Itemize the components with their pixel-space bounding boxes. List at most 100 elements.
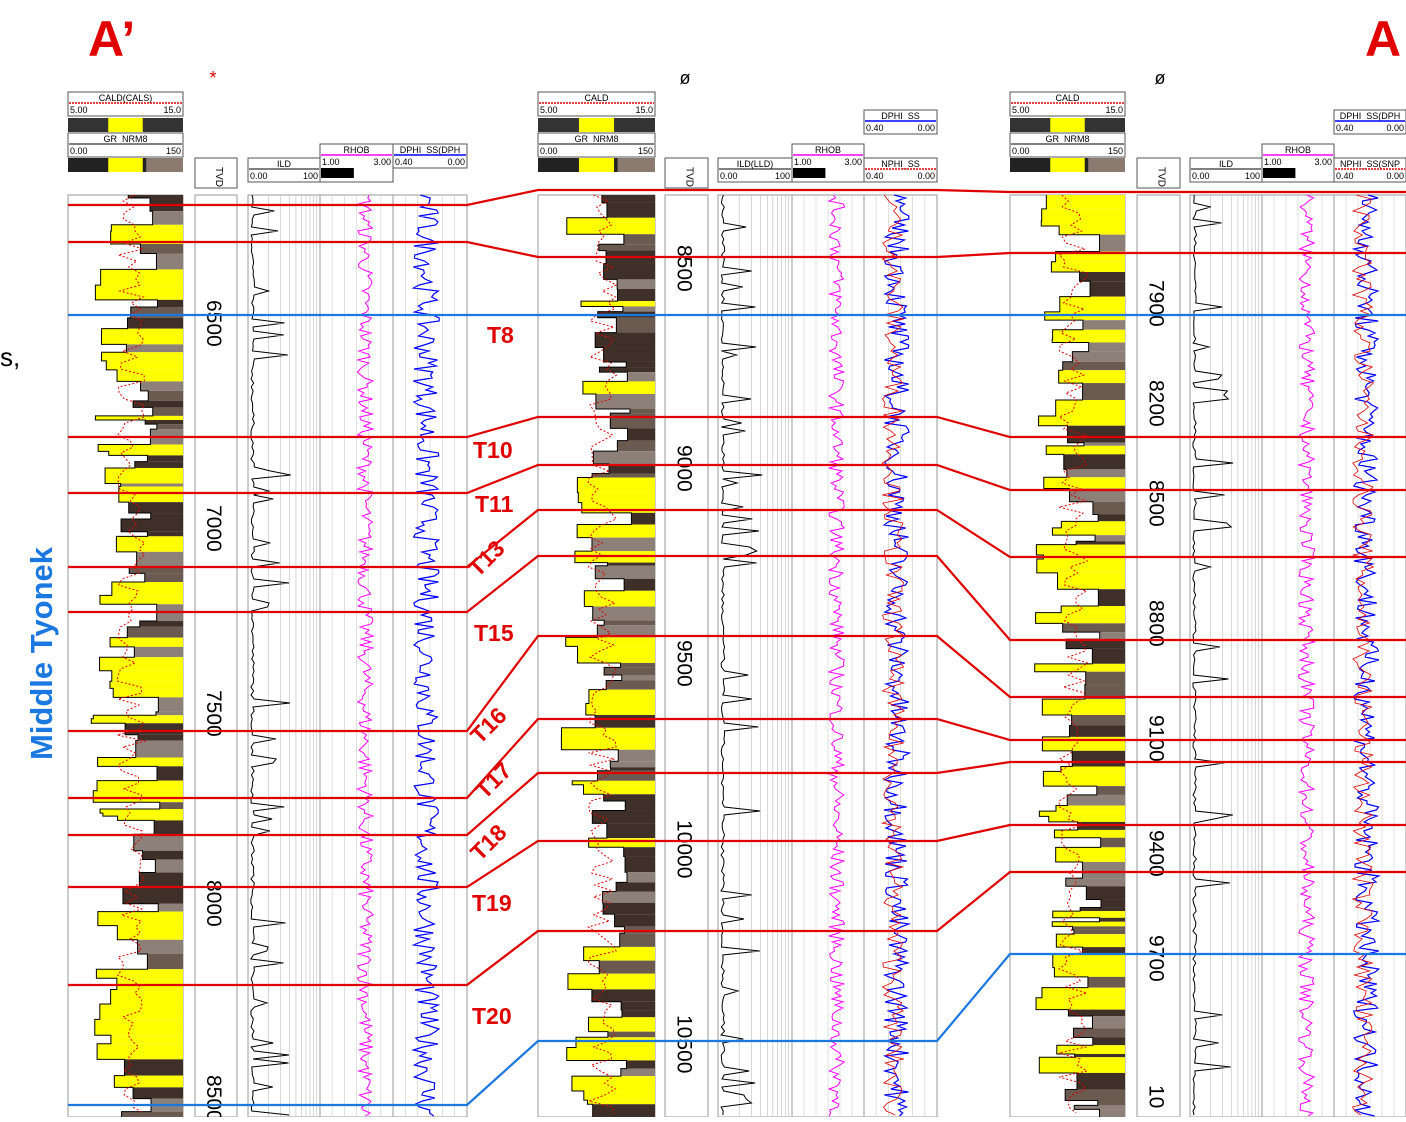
res-header-name: ILD(LLD) [737, 159, 774, 169]
gr-lithology-band [599, 367, 655, 373]
gr-lithology-band [626, 361, 655, 368]
gr-lithology-band [624, 578, 655, 591]
gr-lithology-band [117, 925, 183, 940]
gr-lithology-band [595, 715, 655, 728]
res-header-box [1189, 157, 1263, 183]
gr-lithology-band [147, 455, 183, 462]
gr-lithology-band [99, 657, 183, 671]
depth-label-9500: 9500 [673, 640, 696, 687]
depth-label-10000: 10000 [673, 820, 696, 878]
gr-lithology-band [614, 914, 655, 927]
zone-label-T11: T11 [475, 491, 514, 517]
depth-label-7900: 7900 [1145, 280, 1168, 327]
den-min: 1.00 [794, 157, 812, 167]
gr-lithology-band [1035, 612, 1125, 624]
rhob-curve [355, 194, 375, 1117]
por-bot-name: NPHI_SS(SNP [1340, 159, 1400, 169]
res-curve [720, 194, 763, 1116]
gr-lithology-band [1042, 699, 1125, 715]
dphi-curve [1351, 194, 1382, 1117]
gr-lithology-band [1046, 195, 1125, 209]
zone-label-T20: T20 [472, 1003, 512, 1029]
depth-label-9700: 9700 [1145, 935, 1168, 982]
gr-lithology-band [127, 626, 183, 638]
gr-lithology-band [1097, 1100, 1125, 1106]
gr-lithology-band [1073, 929, 1125, 935]
gr-lithology-band [147, 953, 183, 970]
correlation-lines [68, 188, 1406, 1107]
marker-line-red [68, 870, 1406, 987]
res-min: 0.00 [1192, 171, 1210, 181]
gr-lithology-band [595, 393, 655, 410]
zone-label-T10: T10 [473, 437, 513, 463]
por-bot-max: 0.00 [917, 171, 935, 181]
gr-lithology-band [156, 253, 183, 270]
den-colorbar [793, 168, 826, 178]
por-bot-header-box [1333, 157, 1406, 183]
gr-lithology-band [577, 646, 655, 663]
gr-lithology-band [582, 381, 655, 394]
gr-lithology-band [1069, 725, 1125, 737]
gr-lithology-band [1046, 445, 1125, 455]
gr-lithology-band [1041, 220, 1125, 226]
gr-lithology-band [1048, 816, 1125, 822]
gr-lithology-band [592, 473, 655, 478]
gr-lithology-band [561, 735, 655, 750]
gr-lithology-band [1099, 1109, 1125, 1122]
por-top-name: DPHI_SS(DPH [1340, 111, 1401, 121]
gr-lithology-band [1099, 234, 1125, 252]
gr-lithology-band [588, 838, 655, 848]
marker-line-red [68, 415, 1406, 439]
depth-label-8500: 8500 [202, 1075, 225, 1117]
gr-lithology-band [616, 882, 655, 892]
rhob-curve [827, 194, 846, 1117]
caliper-curve [116, 194, 146, 1114]
den-header-name: RHOB [1285, 145, 1311, 155]
gr-lithology-band [598, 244, 655, 251]
gr-lithology-band [609, 463, 655, 474]
gr-lithology-band [603, 347, 655, 362]
gr-lithology-band [147, 531, 183, 537]
gr-lithology-band [1061, 606, 1125, 613]
gr-lithology-band [1073, 1028, 1125, 1038]
gr-lithology-band [572, 780, 655, 785]
marker-line-red [68, 240, 1406, 259]
depth-header-label: TVD [1156, 167, 1167, 187]
zone-label-T15: T15 [474, 620, 514, 646]
gr-lithology-band [1065, 1089, 1125, 1101]
por-bot-name: NPHI_SS [881, 159, 920, 169]
gr-lithology-band [155, 711, 183, 716]
gr-lithology-band [144, 573, 183, 583]
gr-min: 0.00 [70, 146, 88, 156]
gr-lithology-band [577, 477, 655, 493]
gr-lithology-band [1056, 934, 1125, 948]
depth-header-box [1136, 157, 1181, 189]
well-symbol: * [209, 68, 216, 88]
gr-lithology-band [601, 195, 655, 203]
gr-lithology-band [1098, 514, 1125, 522]
caliper-header-max: 15.0 [163, 105, 181, 115]
track-2 [717, 194, 793, 1118]
gr-lithology-band [1036, 544, 1125, 556]
gr-lithology-band [1055, 847, 1125, 862]
gr-lithology-band [577, 524, 655, 538]
gr-lithology-band [1066, 639, 1125, 649]
gr-lithology-band [1076, 541, 1125, 545]
depth-label-10: 10 [1145, 1085, 1168, 1108]
depth-label-10500: 10500 [673, 1015, 696, 1073]
caliper-curve [587, 194, 618, 1114]
gr-lithology-band [97, 780, 183, 791]
gr-lithology-band [604, 620, 655, 626]
gr-lithology-band [133, 834, 183, 851]
res-min: 0.00 [720, 171, 738, 181]
gr-lithology-band [619, 933, 655, 947]
gr-min: 0.00 [540, 146, 558, 156]
gr-lithology-band [101, 352, 183, 361]
den-colorbar [321, 168, 354, 178]
gr-header-name: GR_NRM8 [574, 134, 618, 144]
gr-lithology-band [578, 492, 655, 503]
gr-lithology-band [140, 243, 183, 254]
gr-lithology-band [627, 372, 655, 382]
gr-min: 0.00 [1012, 146, 1030, 156]
